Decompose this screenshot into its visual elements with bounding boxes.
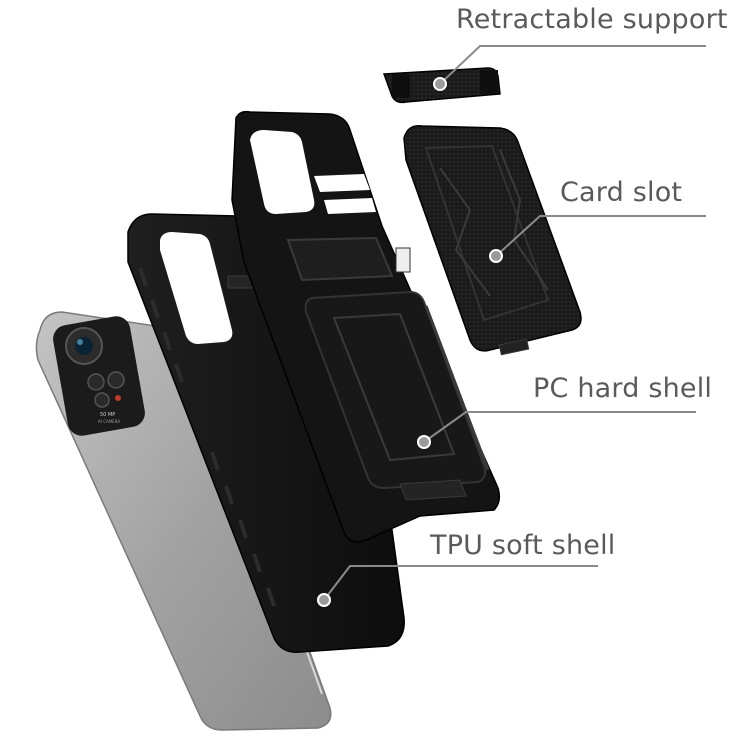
callout-pc-hard-shell: [417, 411, 696, 449]
pc-hard-shell: [231, 110, 501, 543]
camera-megapixel-text: 50 MP: [100, 412, 115, 418]
label-retractable-support: Retractable support: [456, 4, 728, 35]
camera-subtitle-text: AI CAMERA: [98, 419, 120, 424]
callout-tpu-soft-shell: [317, 565, 598, 607]
callout-retractable-support: [433, 45, 706, 91]
tpu-soft-shell: [127, 213, 405, 653]
label-pc-hard-shell: PC hard shell: [533, 373, 713, 404]
label-card-slot: Card slot: [560, 177, 683, 208]
callout-card-slot: [489, 215, 706, 263]
phone-camera-module: 50 MP AI CAMERA: [53, 316, 145, 436]
card-slot-plate: [403, 125, 582, 356]
label-tpu-soft-shell: TPU soft shell: [430, 530, 616, 561]
